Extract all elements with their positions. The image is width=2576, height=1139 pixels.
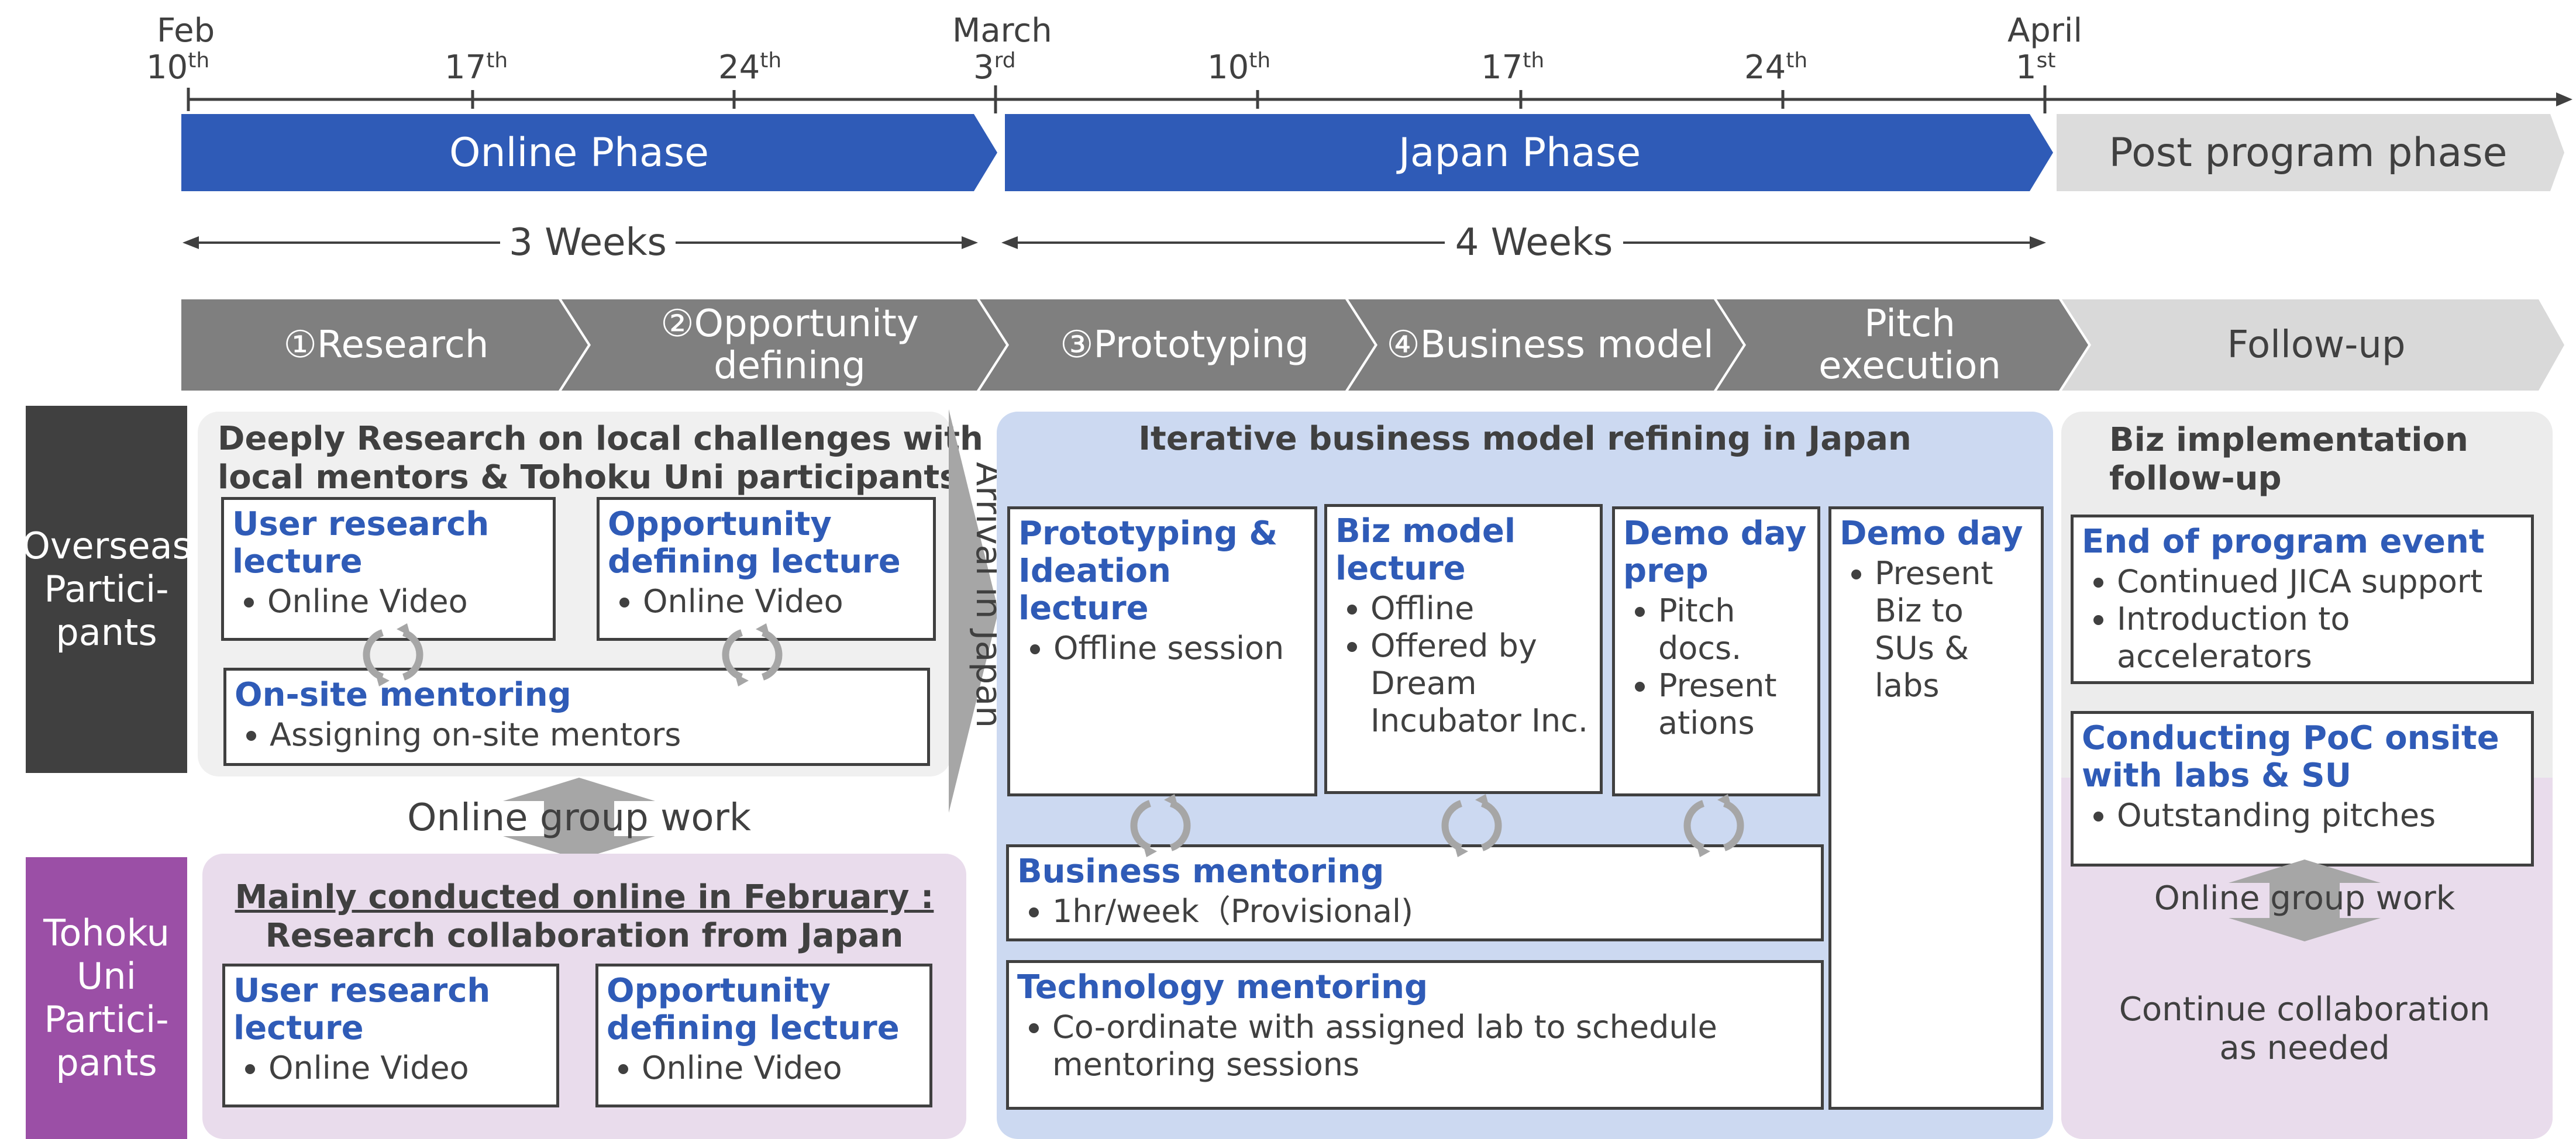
cycle-icon bbox=[1441, 794, 1502, 857]
bullet: Pitch docs. bbox=[1658, 592, 1809, 667]
online-group-work-label: Online group work bbox=[407, 796, 751, 840]
bullet: Online Video bbox=[643, 583, 925, 620]
bullet: Offline bbox=[1370, 590, 1592, 627]
date-label: 3rd bbox=[973, 49, 1016, 87]
cycle-icon bbox=[363, 623, 423, 686]
japan-duration-label: 4 Weeks bbox=[1455, 221, 1613, 264]
month-feb: Feb bbox=[157, 12, 215, 50]
month-march: March bbox=[952, 12, 1052, 50]
bullet: Assigning on-site mentors bbox=[270, 716, 919, 754]
demo-day-card: Demo day Present Biz to SUs & labs bbox=[1828, 506, 2044, 1110]
date-label: 24th bbox=[718, 49, 782, 87]
bullet: Introduction to accelerators bbox=[2117, 600, 2523, 675]
cycle-icon bbox=[1130, 794, 1191, 857]
card-title: End of program event bbox=[2082, 523, 2485, 561]
step-business-model: ④Business model bbox=[1386, 323, 1714, 367]
group-work-double-arrow bbox=[503, 778, 655, 860]
card-title: Business mentoring bbox=[1017, 852, 1385, 891]
bullet: Online Video bbox=[268, 1050, 548, 1087]
bullet: Online Video bbox=[642, 1050, 921, 1087]
card-title: Prototyping &Ideation lecture bbox=[1018, 515, 1278, 627]
followup-group-work-label: Online group work bbox=[2154, 879, 2456, 917]
step-prototyping: ③Prototyping bbox=[1060, 323, 1309, 367]
online-phase-label: Online Phase bbox=[449, 129, 709, 176]
online-phase-arrow bbox=[181, 114, 997, 191]
bullet: Offered by Dream Incubator Inc. bbox=[1370, 627, 1592, 740]
bullet: Offline session bbox=[1053, 630, 1306, 667]
japan-phase-arrow bbox=[1005, 114, 2053, 191]
bullet: Present Biz to SUs & labs bbox=[1875, 555, 2033, 705]
month-april: April bbox=[2007, 12, 2082, 50]
bullet: Continued JICA support bbox=[2117, 563, 2523, 600]
step-followup: Follow-up bbox=[2227, 323, 2406, 367]
japan-region-title: Iterative business model refining in Jap… bbox=[1138, 420, 1912, 458]
bullet: Co-ordinate with assigned lab to schedul… bbox=[1052, 1009, 1813, 1083]
bullet: 1hr/week（Provisional) bbox=[1052, 893, 1813, 930]
prototyping-lecture-card: Prototyping &Ideation lecture Offline se… bbox=[1007, 506, 1317, 796]
card-title: Technology mentoring bbox=[1017, 968, 1428, 1006]
post-phase-label: Post program phase bbox=[2109, 129, 2508, 176]
onsite-mentoring-card: On-site mentoring Assigning on-site ment… bbox=[223, 668, 930, 766]
followup-group-work-arrow bbox=[2229, 860, 2381, 941]
date-label: 10th bbox=[1207, 49, 1271, 87]
bullet: Online Video bbox=[267, 583, 545, 620]
card-title: On-site mentoring bbox=[235, 676, 571, 714]
timeline-axis bbox=[187, 85, 2572, 113]
duration-arrows bbox=[182, 236, 2046, 249]
date-label: 24th bbox=[1744, 49, 1808, 87]
business-mentoring-card: Business mentoring 1hr/week（Provisional) bbox=[1006, 844, 1824, 941]
technology-mentoring-card: Technology mentoring Co-ordinate with as… bbox=[1006, 960, 1824, 1110]
end-of-program-card: End of program event Continued JICA supp… bbox=[2071, 515, 2534, 684]
tohoku-region-title: Mainly conducted online in February :Res… bbox=[235, 878, 934, 955]
step-research: ①Research bbox=[283, 323, 489, 367]
date-label: 1st bbox=[2016, 49, 2056, 87]
date-label: 10th bbox=[146, 49, 210, 87]
online-region-title: Deeply Research on local challenges with… bbox=[218, 420, 983, 496]
date-label: 17th bbox=[445, 49, 508, 87]
arrival-arrow bbox=[949, 409, 998, 813]
phase-banner-shapes bbox=[181, 114, 2564, 191]
cycle-icon bbox=[1683, 794, 1744, 857]
step-chevrons bbox=[181, 299, 2564, 391]
card-title: Demo day bbox=[1840, 515, 2023, 553]
bullet: Outstanding pitches bbox=[2117, 797, 2523, 834]
cycle-icon bbox=[722, 623, 783, 686]
japan-phase-label: Japan Phase bbox=[1398, 129, 1641, 176]
post-phase-arrow bbox=[2057, 114, 2564, 191]
date-label: 17th bbox=[1481, 49, 1545, 87]
bullet: Present ations bbox=[1658, 667, 1809, 742]
online-duration-label: 3 Weeks bbox=[509, 221, 667, 264]
